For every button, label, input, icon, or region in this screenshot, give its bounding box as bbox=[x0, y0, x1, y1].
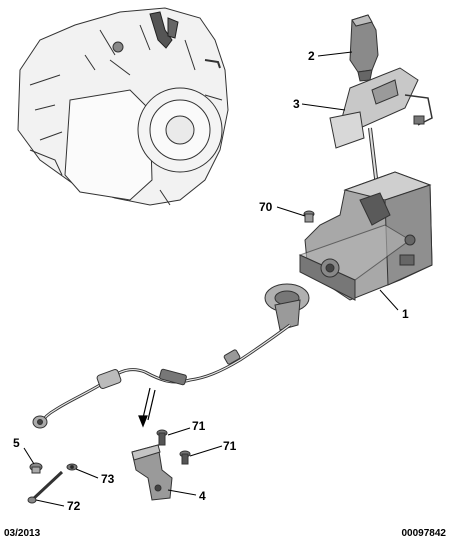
bolt-71-b bbox=[179, 450, 191, 465]
bolt-70 bbox=[303, 210, 315, 223]
shifter-housing bbox=[298, 171, 433, 301]
callout-71-b: 71 bbox=[223, 439, 237, 453]
part-5-clip bbox=[29, 462, 43, 474]
callout-72: 72 bbox=[67, 499, 81, 513]
mounting-bracket bbox=[131, 444, 173, 501]
part-72-pin bbox=[27, 470, 64, 504]
callout-5: 5 bbox=[13, 436, 20, 450]
gear-knob bbox=[349, 14, 379, 82]
footer-date: 03/2013 bbox=[4, 528, 41, 539]
part-73-washer bbox=[66, 463, 78, 471]
gate-cover bbox=[329, 67, 433, 149]
callout-2: 2 bbox=[308, 49, 315, 63]
footer-reference-number: 00097842 bbox=[401, 528, 447, 539]
callout-3: 3 bbox=[293, 97, 300, 111]
callout-4: 4 bbox=[199, 489, 206, 503]
callout-70: 70 bbox=[259, 200, 273, 214]
bolt-71-a bbox=[156, 429, 168, 446]
callout-1: 1 bbox=[402, 307, 409, 321]
cable-sleeve bbox=[96, 349, 241, 389]
leader-lines bbox=[23, 51, 399, 507]
callout-71-a: 71 bbox=[192, 419, 206, 433]
cable-end bbox=[32, 415, 48, 429]
cable-boot bbox=[264, 283, 310, 331]
pointer-arrows bbox=[138, 387, 156, 428]
gearbox-assembly bbox=[17, 7, 229, 206]
callout-73: 73 bbox=[101, 472, 115, 486]
